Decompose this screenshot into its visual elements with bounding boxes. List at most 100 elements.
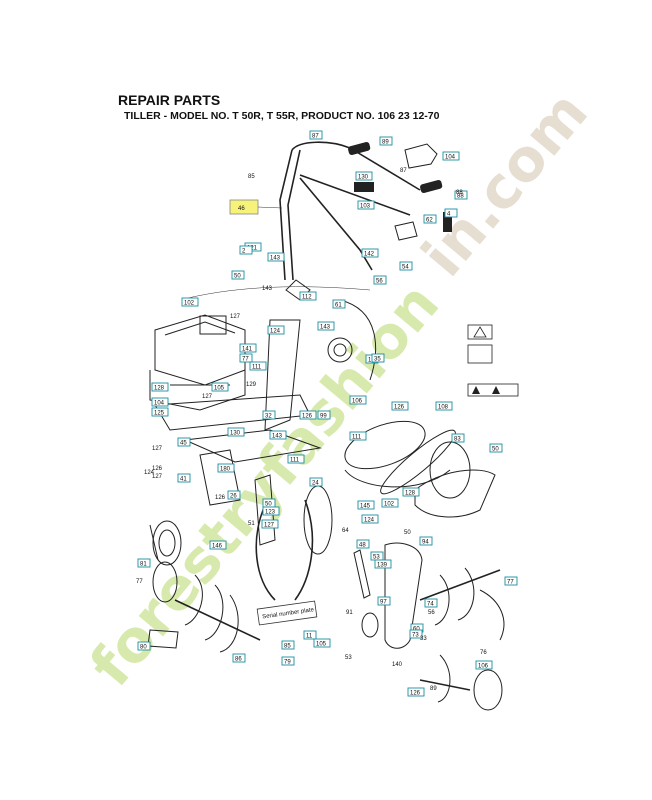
callout-box: 128 — [151, 382, 169, 392]
callout-box: 127 — [261, 519, 279, 529]
callout-label: 126 — [394, 405, 405, 411]
callout-box: 2 — [239, 245, 253, 255]
callout-box: 79 — [281, 656, 295, 666]
callout-box: 104 — [151, 397, 169, 407]
transport-wheel — [149, 520, 182, 566]
callout-box: 26 — [227, 490, 241, 500]
callout-label: 126 — [302, 414, 313, 420]
callout-label: 105 — [214, 386, 225, 392]
callout-box: 102 — [381, 498, 399, 508]
callout-label: 86 — [235, 657, 242, 663]
callout-label: 79 — [284, 660, 291, 666]
callout-label: 142 — [364, 252, 375, 258]
callout-label: 141 — [242, 347, 253, 353]
callout-box: 73 — [409, 629, 423, 639]
callout-label: 41 — [180, 477, 187, 483]
callout-label: 54 — [402, 265, 409, 271]
callout-box: 141 — [239, 343, 257, 353]
callout-box: 97 — [377, 596, 391, 606]
callout-label: 61 — [335, 303, 342, 309]
callout-box: 88 — [454, 190, 468, 200]
callout-label: 53 — [373, 555, 380, 561]
callout-box: 180 — [217, 463, 235, 473]
part-number-label: 53 — [345, 655, 352, 661]
engine — [149, 314, 353, 411]
callout-box: 130 — [355, 171, 373, 181]
callout-box: 125 — [151, 407, 169, 417]
callout-label: 85 — [284, 644, 291, 650]
callout-label: 62 — [426, 218, 433, 224]
part-number-label: 127 — [230, 314, 241, 320]
callout-label: 143 — [270, 256, 281, 262]
callout-box: 54 — [399, 261, 413, 271]
callout-label: 145 — [360, 504, 371, 510]
callout-label: 127 — [264, 523, 275, 529]
callout-label: 73 — [412, 633, 419, 639]
callout-label: 130 — [358, 175, 369, 181]
part-number-label: 127 — [152, 446, 163, 452]
callout-markers: 8789104881301034621211431422565450102112… — [137, 130, 518, 697]
part-number-label: 140 — [392, 662, 403, 668]
callout-label: 111 — [252, 365, 262, 371]
part-number-label: 126 — [152, 466, 163, 472]
callout-box: 77 — [239, 353, 253, 363]
callout-label: 50 — [265, 502, 272, 508]
callout-label: 125 — [154, 411, 165, 417]
callout-box: 50 — [231, 270, 245, 280]
callout-label: 87 — [312, 134, 319, 140]
callout-label: 50 — [492, 447, 499, 453]
callout-box: 94 — [419, 536, 433, 546]
callout-box: 124 — [267, 325, 285, 335]
callout-box: 35 — [371, 353, 385, 363]
callout-label: 130 — [230, 431, 241, 437]
chain-case — [353, 542, 423, 649]
callout-label: 1 — [368, 358, 372, 364]
callout-label: 74 — [427, 602, 434, 608]
part-number-label: 124 — [144, 470, 155, 476]
callout-box: 77 — [504, 576, 518, 586]
callout-box: 87 — [309, 130, 323, 140]
highlight-callout-46: 46 — [229, 199, 283, 215]
callout-label: 81 — [140, 562, 147, 568]
part-number-label: 33 — [420, 636, 427, 642]
part-number-label: 85 — [248, 174, 255, 180]
callout-box: 143 — [267, 252, 285, 262]
callout-box: 105 — [313, 638, 331, 648]
part-number-label: 51 — [248, 521, 255, 527]
callout-box: 24 — [309, 477, 323, 487]
callout-label: 143 — [320, 325, 331, 331]
callout-box: 126 — [299, 410, 317, 420]
tines-left — [147, 561, 261, 653]
callout-label: 128 — [154, 386, 165, 392]
callout-label: 139 — [377, 563, 388, 569]
part-number-label: 89 — [430, 686, 437, 692]
callout-box: 81 — [137, 558, 151, 568]
callout-label: 97 — [380, 600, 387, 606]
part-number-label: 127 — [202, 394, 213, 400]
callout-box: 105 — [211, 382, 229, 392]
callout-label: 180 — [220, 467, 231, 473]
callout-box: 11 — [303, 630, 317, 640]
part-number-label: 56 — [428, 610, 435, 616]
callout-box: 89 — [379, 136, 393, 146]
page-subtitle: TILLER - MODEL NO. T 50R, T 55R, PRODUCT… — [124, 110, 440, 122]
tines-right — [419, 567, 505, 711]
callout-box: 83 — [451, 433, 465, 443]
callout-label: 77 — [507, 580, 514, 586]
callout-box: 104 — [442, 151, 460, 161]
callout-label: 104 — [445, 155, 456, 161]
callout-box: 80 — [137, 641, 151, 651]
callout-box: 41 — [177, 473, 191, 483]
callout-label: 26 — [230, 494, 237, 500]
callout-box: 56 — [373, 275, 387, 285]
callout-box: 111 — [249, 361, 267, 371]
part-number-label: 50 — [404, 530, 411, 536]
callout-label: 124 — [364, 518, 375, 524]
callout-label: 146 — [212, 544, 223, 550]
callout-label: 143 — [272, 434, 283, 440]
callout-label: 128 — [405, 491, 416, 497]
part-number-label: 77 — [136, 579, 143, 585]
part-number-label: 127 — [152, 474, 163, 480]
callout-box: 48 — [356, 539, 370, 549]
callout-box: 124 — [361, 514, 379, 524]
